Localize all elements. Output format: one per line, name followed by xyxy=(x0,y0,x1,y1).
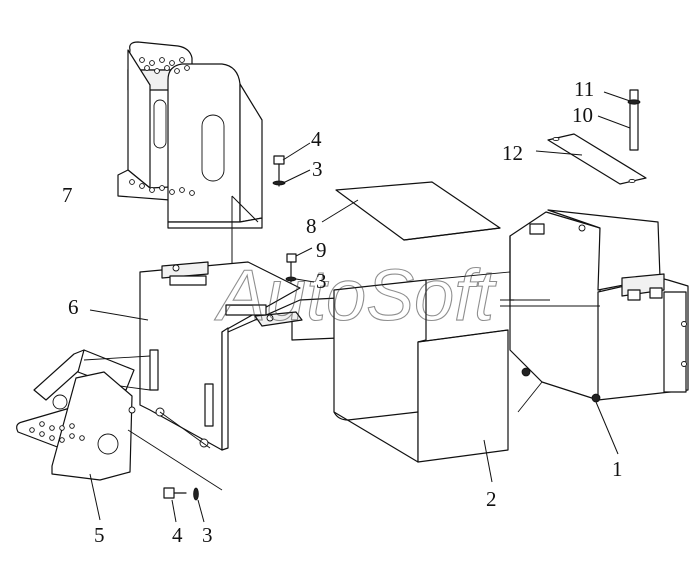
callout-4-upper: 4 xyxy=(311,127,322,151)
part-12-strap xyxy=(535,133,647,185)
part-8-cover-plate xyxy=(321,181,501,241)
part-9-bolt-middle xyxy=(285,247,315,283)
part-10-rod xyxy=(597,89,641,151)
callout-10: 10 xyxy=(572,103,593,127)
callout-labels: 1 2 3 3 3 4 4 5 6 7 8 9 10 11 12 xyxy=(62,77,623,547)
part-7-upper-step xyxy=(117,41,263,300)
callout-7: 7 xyxy=(62,183,73,207)
part-5-lower-step xyxy=(16,349,223,521)
part-4-bolt-upper xyxy=(272,142,311,187)
callout-3-upper: 3 xyxy=(312,157,323,181)
callout-9: 9 xyxy=(316,238,327,262)
callout-11: 11 xyxy=(574,77,594,101)
callout-3-lower: 3 xyxy=(202,523,213,547)
watermark-text: AutoSoft xyxy=(214,256,497,336)
callout-2: 2 xyxy=(486,487,497,511)
part-5-step-holes xyxy=(29,421,85,443)
part-7-step-holes xyxy=(129,57,195,196)
callout-12: 12 xyxy=(502,141,523,165)
part-6-side-panel xyxy=(89,195,339,451)
part-2-bottom-cover xyxy=(333,271,511,483)
callout-1: 1 xyxy=(612,457,623,481)
callout-8: 8 xyxy=(306,214,317,238)
callout-6: 6 xyxy=(68,295,79,319)
callout-4-lower: 4 xyxy=(172,523,183,547)
part-4-bolt-lower xyxy=(163,487,205,523)
part-1-box-bracket xyxy=(500,209,689,455)
callout-3-middle: 3 xyxy=(316,269,327,293)
callout-5: 5 xyxy=(94,523,105,547)
